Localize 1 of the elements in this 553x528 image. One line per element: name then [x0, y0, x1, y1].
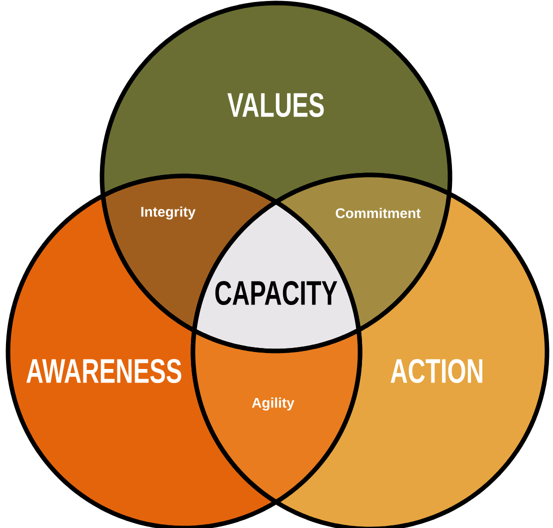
overlap-region: Agility	[190, 328, 362, 504]
